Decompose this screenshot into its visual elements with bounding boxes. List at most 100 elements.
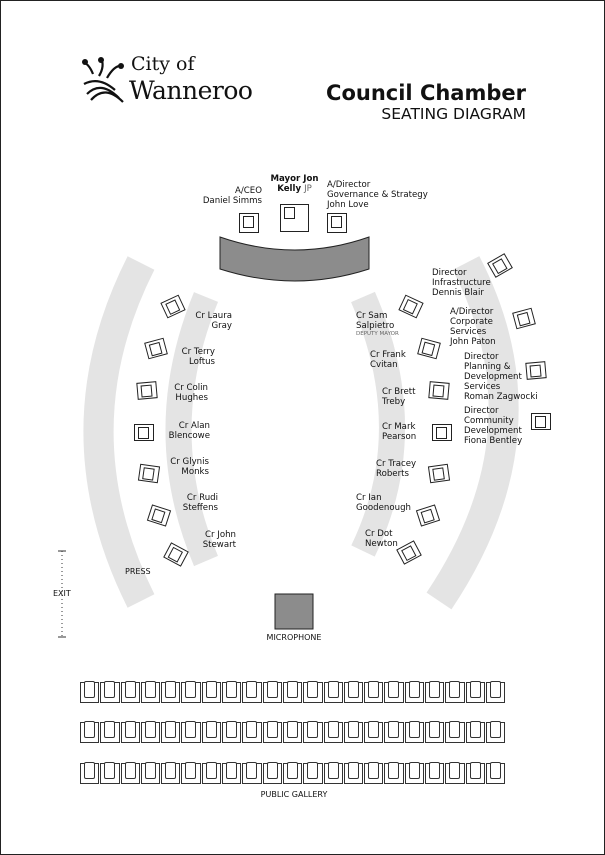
gallery-seat[interactable] bbox=[485, 681, 506, 703]
gallery-seat[interactable] bbox=[323, 762, 343, 784]
gallery-row bbox=[80, 681, 506, 703]
councillor-chair[interactable] bbox=[427, 463, 451, 484]
ceo-chair[interactable] bbox=[239, 213, 259, 233]
logo-city-of: City of bbox=[131, 53, 195, 75]
gallery-seat[interactable] bbox=[120, 681, 140, 703]
gallery-seat[interactable] bbox=[384, 721, 404, 743]
gallery-seat[interactable] bbox=[445, 721, 465, 743]
gallery-seat[interactable] bbox=[140, 681, 161, 703]
gallery-seat[interactable] bbox=[445, 762, 465, 784]
gallery-seat[interactable] bbox=[465, 721, 485, 743]
gallery-seat[interactable] bbox=[120, 762, 140, 784]
mayor-chair[interactable] bbox=[280, 204, 309, 232]
gallery-seat[interactable] bbox=[201, 721, 222, 743]
gallery-seat[interactable] bbox=[242, 762, 262, 784]
gallery-seat[interactable] bbox=[303, 762, 323, 784]
gallery-seat[interactable] bbox=[181, 721, 201, 743]
gallery-seat[interactable] bbox=[222, 721, 242, 743]
gallery-seat[interactable] bbox=[282, 681, 303, 703]
gallery-seat[interactable] bbox=[364, 762, 384, 784]
gallery-seat[interactable] bbox=[343, 721, 364, 743]
gallery-seat[interactable] bbox=[262, 721, 282, 743]
gallery-seat[interactable] bbox=[425, 681, 445, 703]
gallery-seat[interactable] bbox=[425, 762, 445, 784]
director-chair[interactable] bbox=[531, 413, 551, 430]
gallery-seat[interactable] bbox=[323, 681, 343, 703]
page-title: Council Chamber SEATING DIAGRAM bbox=[326, 81, 526, 123]
gallery-seat[interactable] bbox=[181, 681, 201, 703]
gallery-seat[interactable] bbox=[100, 681, 120, 703]
gallery-seat[interactable] bbox=[201, 681, 222, 703]
gallery-seat[interactable] bbox=[201, 762, 222, 784]
directors-band bbox=[426, 256, 519, 610]
gallery-seat[interactable] bbox=[384, 762, 404, 784]
right-councillor-band bbox=[351, 291, 405, 557]
gallery-row bbox=[80, 762, 506, 784]
gallery-seat[interactable] bbox=[404, 681, 425, 703]
gallery-seat[interactable] bbox=[485, 762, 506, 784]
gallery-seat[interactable] bbox=[80, 762, 100, 784]
gallery-seat[interactable] bbox=[323, 721, 343, 743]
gallery-seat[interactable] bbox=[384, 681, 404, 703]
gallery-seat[interactable] bbox=[465, 681, 485, 703]
microphone-label: MICROPHONE bbox=[266, 633, 322, 642]
gallery-seat[interactable] bbox=[404, 762, 425, 784]
councillor-chair[interactable] bbox=[134, 424, 154, 441]
gallery-seat[interactable] bbox=[161, 681, 181, 703]
gallery-seat[interactable] bbox=[282, 721, 303, 743]
councillor-chair[interactable] bbox=[428, 381, 450, 400]
gallery-seat[interactable] bbox=[282, 762, 303, 784]
logo-wanneroo: Wanneroo bbox=[129, 76, 253, 105]
gallery-seat[interactable] bbox=[343, 681, 364, 703]
gallery-seat[interactable] bbox=[364, 721, 384, 743]
director-governance-chair[interactable] bbox=[327, 213, 347, 233]
press-label: PRESS bbox=[125, 567, 151, 576]
gallery-seat[interactable] bbox=[80, 681, 100, 703]
gallery-seat[interactable] bbox=[262, 681, 282, 703]
gallery-seat[interactable] bbox=[425, 721, 445, 743]
gallery-seat[interactable] bbox=[80, 721, 100, 743]
gallery-seat[interactable] bbox=[161, 762, 181, 784]
gallery-seat[interactable] bbox=[181, 762, 201, 784]
gallery-seat[interactable] bbox=[485, 721, 506, 743]
councillor-chair[interactable] bbox=[136, 381, 158, 400]
councillor-chair[interactable] bbox=[432, 424, 452, 441]
gallery-seat[interactable] bbox=[222, 681, 242, 703]
public-gallery-label: PUBLIC GALLERY bbox=[260, 790, 328, 799]
gallery-seat[interactable] bbox=[303, 681, 323, 703]
councillor-chair[interactable] bbox=[137, 463, 161, 484]
gallery-seat[interactable] bbox=[404, 721, 425, 743]
gallery-seat[interactable] bbox=[140, 762, 161, 784]
gallery-seat[interactable] bbox=[100, 721, 120, 743]
gallery-seat[interactable] bbox=[445, 681, 465, 703]
gallery-seat[interactable] bbox=[242, 721, 262, 743]
mayor-desk bbox=[219, 236, 370, 282]
gallery-seat[interactable] bbox=[364, 681, 384, 703]
gallery-seat[interactable] bbox=[140, 721, 161, 743]
gallery-seat[interactable] bbox=[222, 762, 242, 784]
gallery-seat[interactable] bbox=[161, 721, 181, 743]
gallery-seat[interactable] bbox=[242, 681, 262, 703]
left-councillor-band bbox=[165, 292, 219, 567]
gallery-seat[interactable] bbox=[100, 762, 120, 784]
gallery-seat[interactable] bbox=[465, 762, 485, 784]
gallery-seat[interactable] bbox=[262, 762, 282, 784]
gallery-seat[interactable] bbox=[120, 721, 140, 743]
director-chair[interactable] bbox=[525, 361, 547, 380]
exit-label[interactable]: EXIT bbox=[53, 589, 71, 598]
gallery-seat[interactable] bbox=[343, 762, 364, 784]
gallery-seat[interactable] bbox=[303, 721, 323, 743]
